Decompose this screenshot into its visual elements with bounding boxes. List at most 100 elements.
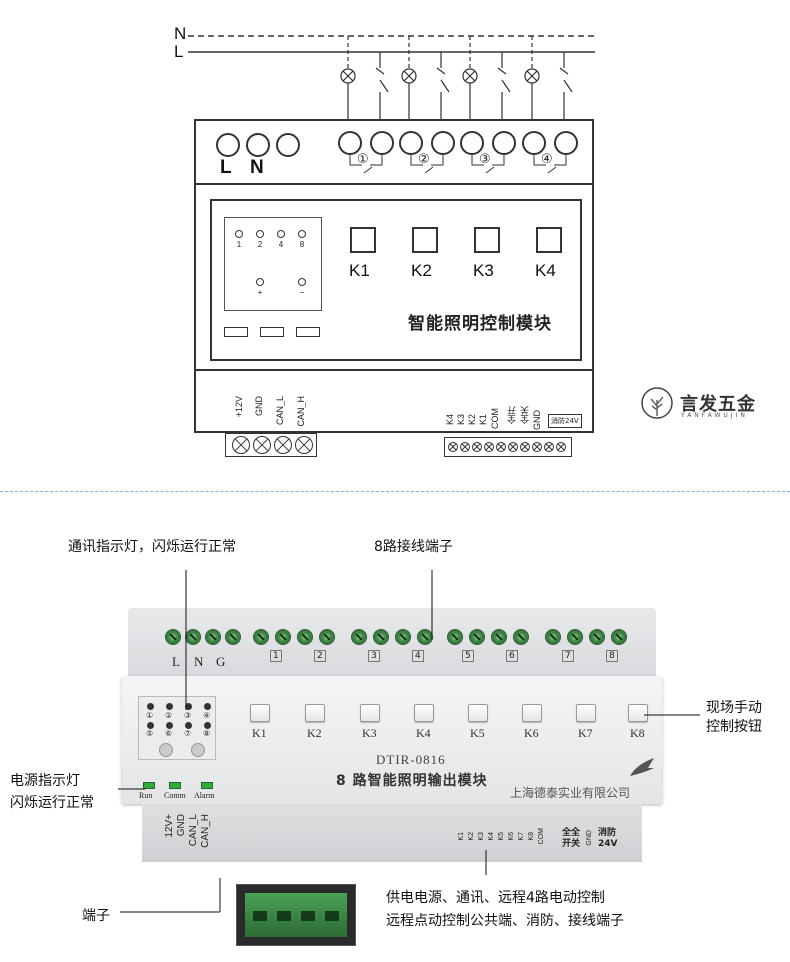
relay-terminal [522, 131, 546, 155]
company-name: 上海德泰实业有限公司 [510, 786, 631, 800]
run-label: Run [139, 791, 153, 800]
brand-pinyin: YANFAWUJIN [681, 412, 748, 419]
plug-hole [277, 911, 291, 921]
ctrl-screw [472, 442, 482, 452]
indicator-slot [260, 327, 284, 337]
manual-key-k8[interactable] [628, 704, 648, 722]
relay-terminal [554, 131, 578, 155]
adjust-knob [191, 743, 205, 757]
relay-terminal [399, 131, 423, 155]
manual-key-label: K4 [416, 726, 431, 740]
manual-key-k3[interactable] [360, 704, 380, 722]
circuit-4-label: ④ [541, 152, 553, 167]
minus-sign: − [299, 288, 305, 297]
fire-24v-label: 消防 24V [598, 828, 618, 850]
key-k3-label: K3 [473, 261, 494, 280]
top-label-g: G [216, 654, 226, 669]
manual-key-label: K5 [470, 726, 485, 740]
all-on-off-line1: 全全 [562, 828, 581, 838]
ctrl-screw [508, 442, 518, 452]
ctrl-screw [520, 442, 530, 452]
plug-hole [301, 911, 315, 921]
circuit-label: 5 [462, 650, 474, 662]
power-label-n: N [250, 157, 264, 178]
terminal-screw [320, 630, 334, 644]
channel-led [166, 722, 173, 729]
channel-led [204, 722, 211, 729]
bus-terminal-block [225, 433, 317, 457]
circuit-3-label: ③ [479, 152, 491, 167]
key-k2-label: K2 [411, 261, 432, 280]
channel-led [147, 722, 154, 729]
circuit-label: 8 [606, 650, 618, 662]
ctrl-screw [460, 442, 470, 452]
manual-key-k5[interactable] [468, 704, 488, 722]
manual-button-callout-2: 控制按钮 [706, 719, 762, 735]
terminal-screw [298, 630, 312, 644]
all-on-off-line2: 开关 [562, 839, 581, 849]
manual-key-label: K8 [630, 726, 645, 740]
plus-led [256, 278, 264, 286]
terminal-screw [418, 630, 432, 644]
led-num: ③ [184, 711, 192, 720]
manual-key-k7[interactable] [576, 704, 596, 722]
terminal-l [216, 133, 240, 157]
dip-led [298, 230, 306, 238]
terminal-screw [276, 630, 290, 644]
bottom-desc-2: 远程点动控制公共端、消防、接线端子 [386, 913, 624, 929]
circuit-1-label: ① [357, 152, 369, 167]
manual-key-k1[interactable] [250, 704, 270, 722]
relay-terminal [338, 131, 362, 155]
comm-label: Comm [164, 791, 186, 800]
dip-led [277, 230, 285, 238]
terminal-screw [352, 630, 366, 644]
terminal-screw [254, 630, 268, 644]
all-on-off-label: 全全 开关 [562, 828, 580, 850]
ctrl-screw [532, 442, 542, 452]
relay-terminal [492, 131, 516, 155]
power-label-l: L [220, 157, 232, 178]
key-k2 [412, 227, 438, 253]
terminal-screw [206, 630, 220, 644]
manual-key-k6[interactable] [522, 704, 542, 722]
bus-screw [295, 436, 313, 454]
power-led-callout-2: 闪烁运行正常 [10, 795, 94, 811]
l-line-label: L [174, 42, 184, 61]
dip-num-1: 1 [236, 240, 242, 249]
channel-led [147, 703, 154, 710]
housing-bottom [142, 804, 642, 862]
circuit-label: 2 [314, 650, 326, 662]
terminal-blank [276, 133, 300, 157]
terminal-screw [374, 630, 388, 644]
channel-led [204, 703, 211, 710]
manual-key-label: K6 [524, 726, 539, 740]
circuit-label: 1 [270, 650, 282, 662]
terminal-screw [470, 630, 484, 644]
manual-key-k2[interactable] [305, 704, 325, 722]
terminal-callout: 端子 [82, 908, 110, 924]
connector-photo [236, 884, 356, 946]
n-line-label: N [174, 24, 187, 43]
minus-led [298, 278, 306, 286]
ctrl-screw [496, 442, 506, 452]
circuit-label: 4 [412, 650, 424, 662]
comm-led [169, 782, 181, 789]
fire-label: 消防24V [548, 414, 582, 428]
relay-terminal [460, 131, 484, 155]
terminal-screw [448, 630, 462, 644]
terminal-screw [568, 630, 582, 644]
bus-screw [232, 436, 250, 454]
company-logo-icon [630, 758, 654, 776]
control-panel: 1 2 4 8 + − K1 K2 K3 K4 智能照明控制模块 [210, 199, 582, 361]
manual-key-k4[interactable] [414, 704, 434, 722]
ctrl-screw [448, 442, 458, 452]
terminal-screw [396, 630, 410, 644]
terminal-screw [514, 630, 528, 644]
terminal-screw [186, 630, 200, 644]
dip-led [235, 230, 243, 238]
manual-button-callout-1: 现场手动 [706, 700, 762, 716]
key-k3 [474, 227, 500, 253]
terminal-screw [166, 630, 180, 644]
key-k1 [350, 227, 376, 253]
ctrl-screw [484, 442, 494, 452]
